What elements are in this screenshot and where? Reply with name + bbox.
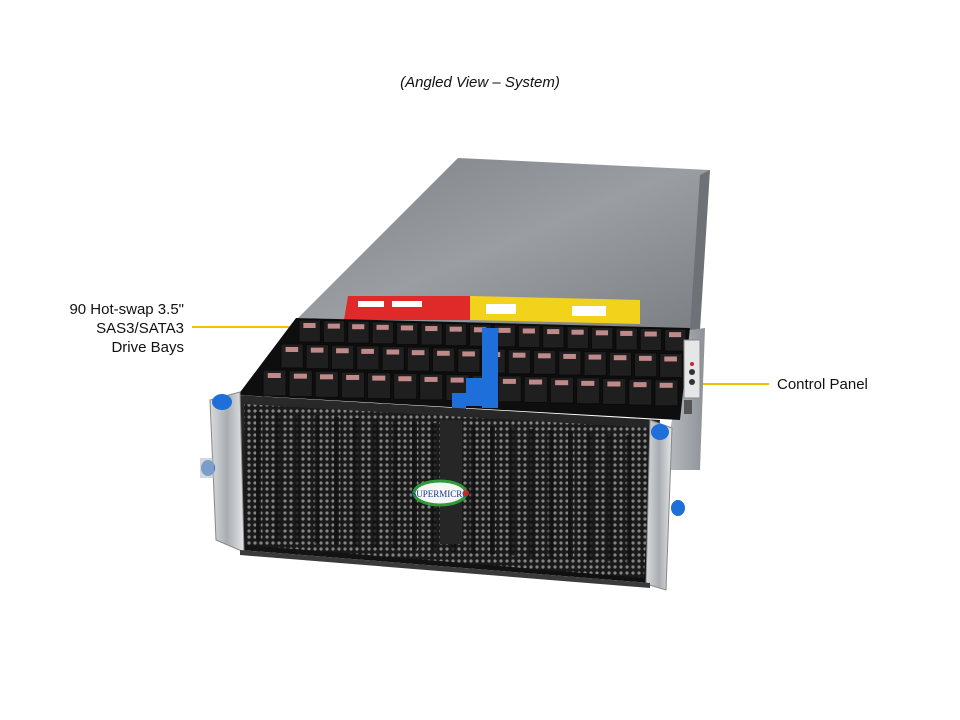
- drive-tray-latch: [398, 376, 412, 382]
- drive-tray-latch: [668, 332, 682, 338]
- drive-tray-latch: [607, 381, 621, 387]
- drive-bays-callout-line-3: Drive Bays: [111, 339, 184, 356]
- drive-tray-latch: [633, 382, 647, 388]
- left-rack-ear: [209, 391, 245, 553]
- drive-tray-latch: [522, 328, 535, 334]
- drive-tray-latch: [437, 350, 450, 356]
- drive-tray-latch: [581, 380, 595, 386]
- drive-tray-latch: [664, 356, 677, 362]
- drive-tray-latch: [659, 382, 673, 388]
- drive-tray-latch: [336, 348, 349, 354]
- vent-bar: [295, 414, 300, 543]
- drive-tray-latch: [352, 324, 365, 330]
- drive-tray-latch: [327, 323, 340, 329]
- vent-bar: [490, 426, 495, 555]
- chassis-top-cover: [298, 158, 710, 330]
- drive-tray-latch: [386, 349, 400, 355]
- drive-tray-latch: [400, 325, 414, 331]
- drive-tray-latch: [310, 347, 324, 353]
- drive-tray-latch: [376, 324, 389, 330]
- drive-tray-latch: [319, 374, 334, 380]
- drive-tray-latch: [639, 355, 652, 361]
- drive-tray-latch: [571, 329, 584, 335]
- drive-tray-latch: [563, 353, 576, 359]
- vent-bar: [607, 433, 612, 562]
- drive-tray-latch: [361, 348, 374, 354]
- figure-caption: (Angled View – System): [400, 74, 560, 91]
- right-rack-ear: [645, 419, 673, 591]
- drive-bays-callout-line-1: 90 Hot-swap 3.5": [69, 301, 184, 318]
- vent-bar: [626, 434, 632, 563]
- drive-bays-callout: 90 Hot-swap 3.5" SAS3/SATA3 Drive Bays: [40, 300, 184, 357]
- center-connector: [482, 328, 498, 408]
- warning-label-red: [344, 296, 470, 320]
- drive-tray-latch: [498, 327, 511, 333]
- drive-tray-latch: [547, 329, 560, 335]
- vent-bar: [275, 413, 281, 542]
- drive-tray-latch: [450, 377, 464, 383]
- drive-tray-latch: [620, 330, 633, 336]
- drive-tray-latch: [293, 373, 307, 379]
- drive-tray-latch: [528, 379, 543, 385]
- vent-bar: [509, 427, 515, 556]
- drive-tray-latch: [555, 380, 569, 386]
- drive-tray-latch: [411, 350, 425, 356]
- drive-bays-callout-line-2: SAS3/SATA3: [96, 320, 184, 337]
- drive-tray-latch: [538, 353, 551, 359]
- drive-tray-latch: [424, 376, 438, 382]
- vent-bar: [587, 432, 593, 561]
- rail-slot: [684, 400, 692, 414]
- drive-tray-latch: [644, 331, 657, 337]
- chassis-right-side: [690, 170, 710, 330]
- drive-tray-latch: [462, 351, 475, 357]
- control-panel-callout: Control Panel: [777, 376, 868, 393]
- control-panel-leader-line: [697, 383, 769, 385]
- vent-bar: [392, 420, 398, 549]
- vent-bar: [412, 421, 417, 550]
- right-handle-latch: [651, 424, 669, 440]
- drive-tray-latch: [285, 347, 299, 352]
- left-handle-latch: [212, 394, 232, 410]
- supermicro-logo-text: SUPERMICRO: [411, 489, 469, 499]
- drive-tray-latch: [267, 373, 281, 378]
- vent-bar: [334, 416, 339, 545]
- drive-tray-latch: [346, 374, 360, 380]
- vent-bar: [373, 419, 378, 548]
- vent-bar: [353, 418, 359, 546]
- vent-bar: [548, 430, 554, 558]
- drive-bay-grid: [262, 319, 687, 407]
- vent-bar: [314, 415, 320, 544]
- drive-tray-latch: [595, 330, 609, 336]
- vent-bar: [568, 431, 573, 560]
- drive-tray-latch: [449, 326, 462, 332]
- drive-tray-latch: [303, 323, 316, 328]
- drive-tray-latch: [512, 352, 526, 358]
- vent-bar: [529, 428, 534, 557]
- vent-bar: [256, 412, 261, 540]
- drive-tray-latch: [425, 326, 438, 332]
- drive-tray-latch: [473, 327, 487, 333]
- drive-tray-latch: [372, 375, 386, 381]
- drive-tray-latch: [502, 378, 516, 384]
- drive-tray-latch: [588, 354, 602, 360]
- drive-tray-latch: [613, 355, 627, 361]
- vent-bar: [470, 425, 476, 554]
- drive-bays-leader-line: [192, 326, 290, 328]
- front-bottom-lip: [240, 550, 650, 588]
